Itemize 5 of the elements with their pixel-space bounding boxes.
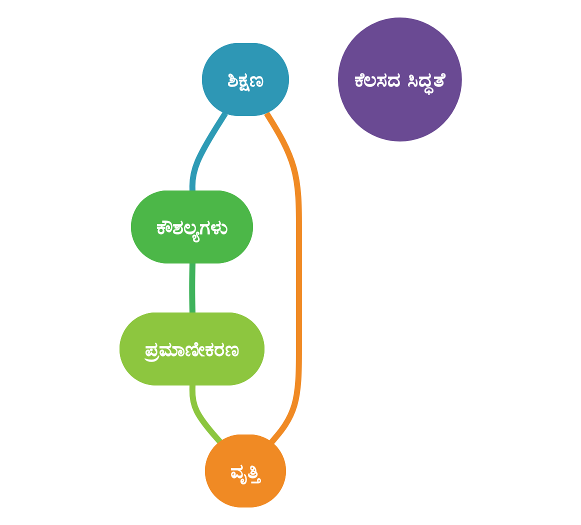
connector [188, 263, 196, 314]
connector [264, 112, 302, 444]
node-circle: ಕೆಲಸದ ಸಿದ್ಧತೆ [338, 18, 462, 142]
connector [189, 112, 228, 192]
connector [189, 385, 223, 444]
